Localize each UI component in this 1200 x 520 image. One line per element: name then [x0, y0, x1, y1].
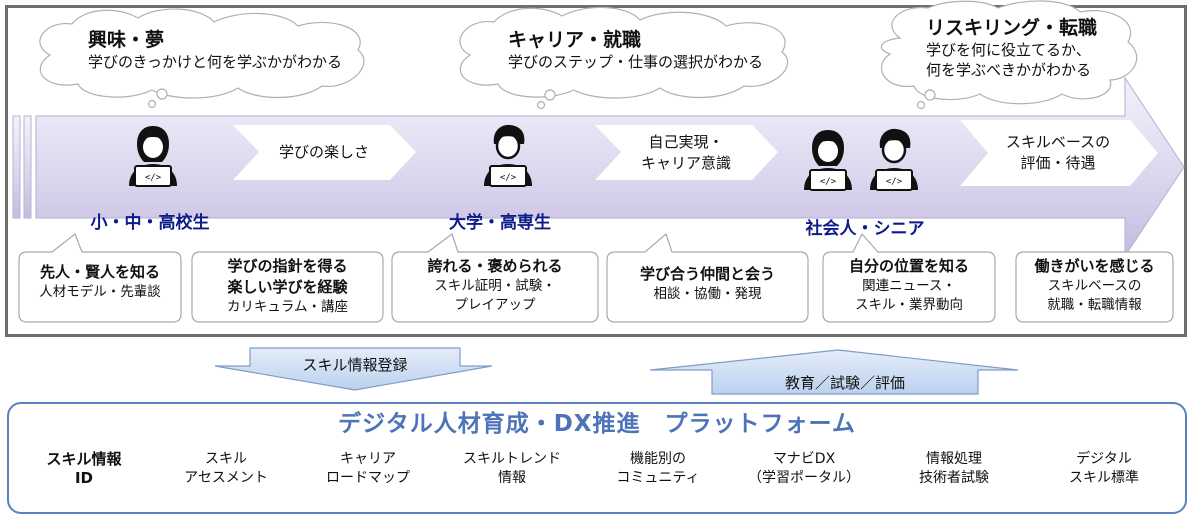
callout-6: 働きがいを感じる スキルベースの 就職・転職情報	[1016, 256, 1173, 315]
callout-title: 自分の位置を知る	[848, 257, 969, 275]
chevron-label: 自己実現・ キャリア意識	[621, 132, 751, 174]
callout-bubble-2	[191, 251, 384, 323]
platform-box	[7, 402, 1187, 514]
platform-module-line: ID	[74, 469, 94, 487]
chevron-learning-joy	[233, 125, 416, 180]
platform-module: キャリアロードマップ	[302, 450, 434, 488]
cloud-title: 興味・夢	[88, 29, 165, 51]
platform-module-line: 機能別の	[630, 451, 686, 467]
platform-module-line: スキル標準	[1069, 470, 1139, 486]
chevron-line: キャリア意識	[640, 154, 731, 172]
platform-module-line: マナビDX	[772, 451, 836, 467]
svg-text:</>: </>	[500, 173, 517, 183]
callout-sub: 関連ニュース・	[862, 278, 956, 294]
callout-sub: スキル・業界動向	[855, 297, 963, 313]
up-flow-arrow	[649, 349, 1019, 395]
callout-title: 先人・賢人を知る	[39, 263, 160, 281]
svg-text:</>: </>	[820, 177, 837, 187]
callout-3: 誇れる・褒められる スキル証明・試験・ プレイアップ	[392, 256, 598, 315]
chevron-self-realization	[595, 125, 778, 180]
cloud-interest: 興味・夢 学びのきっかけと何を学ぶかがわかる	[88, 28, 342, 72]
callout-shapes	[18, 232, 1174, 323]
platform-module-line: 情報	[498, 470, 526, 486]
callout-title: 学びの指針を得る	[227, 257, 348, 275]
platform-module: デジタルスキル標準	[1038, 450, 1170, 488]
flow-label-education: 教育／試験／評価	[784, 374, 905, 392]
chevron-label: スキルベースの 評価・待遇	[988, 132, 1128, 174]
cloud-line: 学びのステップ・仕事の選択がわかる	[508, 53, 764, 71]
chevron-line: 評価・待遇	[1020, 154, 1096, 172]
platform-module-line: スキル情報	[46, 450, 122, 468]
stage-label-school: 小・中・高校生	[90, 213, 210, 233]
callout-1: 先人・賢人を知る 人材モデル・先輩談	[19, 262, 181, 302]
person-laptop-icon: </>	[804, 130, 852, 191]
cloud-line: 学びを何に役立てるか、	[926, 41, 1091, 59]
down-flow-arrow	[214, 347, 493, 391]
platform-module-line: 情報処理	[926, 451, 982, 467]
platform-module: スキルアセスメント	[160, 450, 292, 488]
callout-sub: カリキュラム・講座	[226, 299, 349, 315]
cloud-career: キャリア・就職 学びのステップ・仕事の選択がわかる	[508, 28, 763, 72]
callout-title: 働きがいを感じる	[1034, 257, 1155, 275]
callout-sub: プレイアップ	[454, 297, 536, 313]
svg-text:</>: </>	[886, 177, 903, 187]
callout-bubble-4	[606, 232, 809, 323]
person-laptop-icon: </>	[129, 126, 177, 187]
callout-bubble-1	[18, 233, 182, 323]
thought-cloud-interest	[39, 8, 365, 109]
callout-bubble-3	[391, 233, 599, 323]
cloud-title: リスキリング・転職	[926, 17, 1098, 39]
platform-module-line: アセスメント	[184, 470, 268, 486]
platform-module: スキルトレンド情報	[446, 450, 578, 488]
callout-sub: 人材モデル・先輩談	[39, 284, 161, 300]
chevron-line: 自己実現・	[648, 133, 724, 151]
cloud-reskilling: リスキリング・転職 学びを何に役立てるか、 何を学ぶべきかがわかる	[926, 16, 1097, 80]
callout-title: 学び合う仲間と会う	[639, 265, 775, 283]
person-laptop-icon: </>	[870, 128, 918, 191]
platform-module-line: スキル	[205, 451, 247, 467]
platform-module-line: （学習ポータル）	[748, 470, 860, 486]
chevron-label: 学びの楽しさ	[259, 142, 389, 163]
chevron-line: 学びの楽しさ	[278, 143, 369, 161]
cloud-line: 学びのきっかけと何を学ぶかがわかる	[88, 53, 342, 71]
callout-sub: スキルベースの	[1047, 278, 1142, 294]
callout-sub: 相談・協働・発現	[653, 286, 762, 302]
callout-5: 自分の位置を知る 関連ニュース・ スキル・業界動向	[823, 256, 995, 315]
person-laptop-icon: </>	[484, 124, 532, 187]
platform-module: 機能別のコミュニティ	[592, 450, 724, 488]
platform-module-line: スキルトレンド	[463, 451, 561, 467]
callout-4: 学び合う仲間と会う 相談・協働・発現	[607, 264, 808, 304]
platform-module-line: キャリア	[340, 451, 396, 467]
platform-module-line: コミュニティ	[616, 470, 700, 486]
callout-2: 学びの指針を得る 楽しい学びを経験 カリキュラム・講座	[192, 256, 383, 317]
stage-label-university: 大学・高専生	[449, 213, 551, 233]
callout-title: 楽しい学びを経験	[227, 278, 348, 296]
platform-module: 情報処理技術者試験	[888, 450, 1020, 488]
platform-module-line: 技術者試験	[919, 470, 989, 486]
thought-cloud-career	[459, 6, 789, 110]
platform-module-line: ロードマップ	[326, 470, 410, 486]
svg-text:</>: </>	[145, 173, 162, 183]
platform-module-line: デジタル	[1076, 451, 1132, 467]
stage-label-adult: 社会人・シニア	[805, 219, 925, 239]
callout-bubble-5	[822, 232, 996, 323]
callout-bubble-6	[1015, 251, 1174, 323]
callout-sub: 就職・転職情報	[1047, 297, 1142, 313]
chevron-line: スキルベースの	[1005, 133, 1111, 151]
callout-title: 誇れる・褒められる	[427, 257, 563, 275]
cloud-line: 何を学ぶべきかがわかる	[926, 61, 1092, 79]
thought-cloud-reskilling	[880, 0, 1138, 110]
cloud-title: キャリア・就職	[508, 29, 642, 51]
chevron-skill-based	[960, 120, 1158, 186]
callout-sub: スキル証明・試験・	[434, 278, 556, 294]
platform-module: マナビDX （学習ポータル）	[738, 450, 870, 488]
flow-label-skill-registration: スキル情報登録	[302, 356, 408, 374]
platform-title: デジタル人材育成・DX推進 プラットフォーム	[338, 411, 856, 437]
